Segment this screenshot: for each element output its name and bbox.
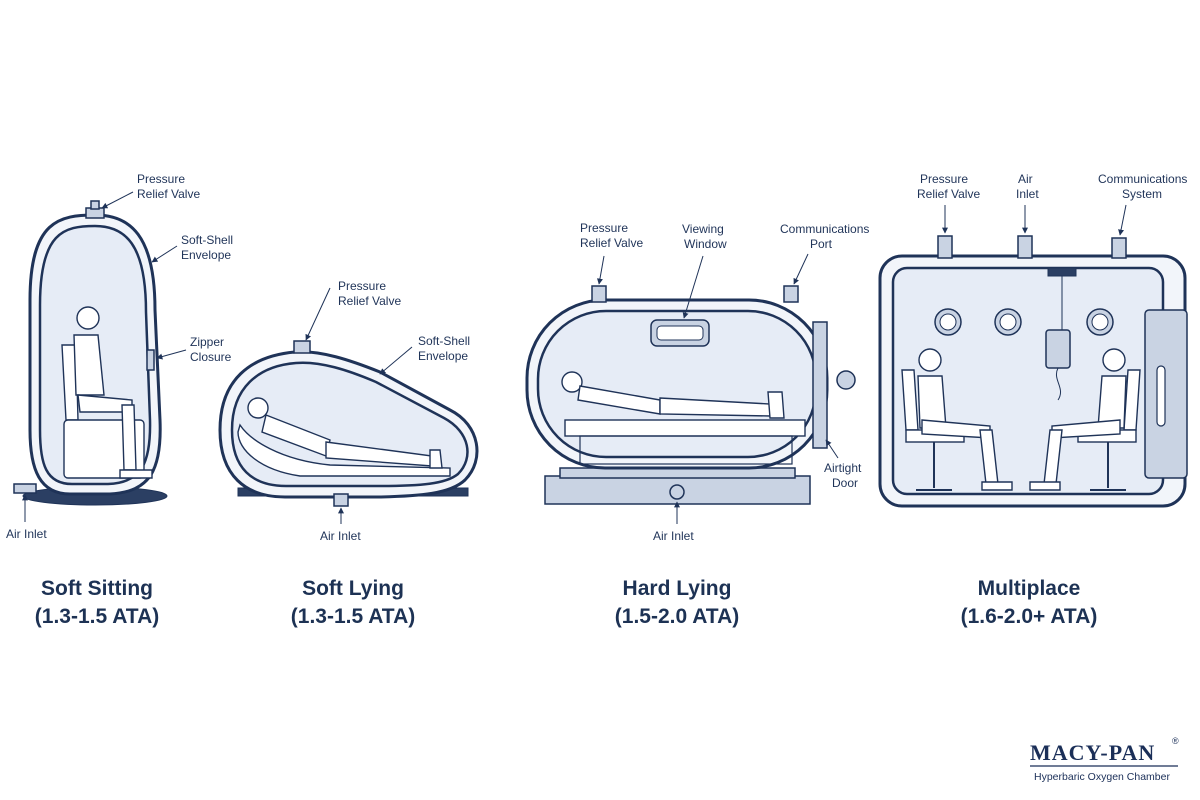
- multiplace-porthole-1-glass: [940, 314, 956, 330]
- multiplace-title: Multiplace: [978, 577, 1081, 600]
- multiplace-inlet-label: Air Inlet: [1016, 172, 1039, 201]
- leader-ss-zipper: [157, 350, 186, 358]
- soft-lying-inlet-label: Air Inlet: [320, 529, 361, 543]
- leader-hl-valve: [599, 256, 604, 284]
- hard-lying-door-wheel: [837, 371, 855, 389]
- multiplace-air-inlet: [1018, 236, 1032, 258]
- leader-sl-valve: [306, 288, 330, 340]
- soft-sitting-person-torso: [74, 335, 104, 395]
- soft-sitting-envelope-label: Soft-Shell Envelope: [181, 233, 236, 262]
- multiplace-door-handle: [1157, 366, 1165, 426]
- soft-sitting-inlet-label: Air Inlet: [6, 527, 47, 541]
- soft-lying-valve-label: Pressure Relief Valve: [338, 279, 401, 308]
- leader-mp-comm: [1120, 205, 1126, 235]
- soft-lying-person-head: [248, 398, 268, 418]
- multiplace-porthole-2-glass: [1000, 314, 1016, 330]
- hard-lying-window-label: Viewing Window: [682, 222, 727, 251]
- multiplace-ceiling-mount: [1048, 268, 1076, 276]
- leader-sl-envelope: [380, 347, 412, 374]
- brand-registered-mark: ®: [1172, 736, 1179, 746]
- soft-sitting-person-leg: [122, 405, 136, 470]
- multiplace-pressure: (1.6-2.0+ ATA): [961, 605, 1098, 628]
- mp-left-head: [919, 349, 941, 371]
- multiplace-chamber: Pressure Relief Valve Air Inlet Communic…: [880, 172, 1191, 628]
- soft-lying-envelope-label: Soft-Shell Envelope: [418, 334, 473, 363]
- hard-lying-title: Hard Lying: [623, 577, 732, 600]
- multiplace-porthole-3-glass: [1092, 314, 1108, 330]
- multiplace-intercom: [1046, 330, 1070, 368]
- mp-right-foot: [1030, 482, 1060, 490]
- leader-ss-valve: [102, 192, 133, 208]
- hard-lying-window-glass: [657, 326, 703, 340]
- soft-lying-chamber: Pressure Relief Valve Soft-Shell Envelop…: [220, 279, 477, 628]
- brand-tagline: Hyperbaric Oxygen Chamber: [1034, 771, 1170, 783]
- soft-sitting-pressure: (1.3-1.5 ATA): [35, 605, 159, 628]
- soft-lying-pressure: (1.3-1.5 ATA): [291, 605, 415, 628]
- multiplace-comm-label: Communications System: [1098, 172, 1191, 201]
- multiplace-comm-fixture: [1112, 238, 1126, 258]
- brand-logo: MACY-PAN ® Hyperbaric Oxygen Chamber: [1030, 736, 1179, 783]
- hard-lying-door-label: Airtight Door: [824, 461, 865, 490]
- hard-lying-comm-label: Communications Port: [780, 222, 873, 251]
- leader-hl-door: [826, 440, 838, 458]
- soft-sitting-zipper-label: Zipper Closure: [190, 335, 232, 364]
- soft-sitting-title: Soft Sitting: [41, 577, 153, 600]
- hard-lying-comm-port: [784, 286, 798, 302]
- soft-sitting-person-foot: [120, 470, 152, 478]
- hard-lying-valve-label: Pressure Relief Valve: [580, 221, 643, 250]
- soft-sitting-person-head: [77, 307, 99, 329]
- soft-sitting-valve-label: Pressure Relief Valve: [137, 172, 200, 201]
- leader-hl-comm: [794, 254, 808, 284]
- hard-lying-valve: [592, 286, 606, 302]
- soft-lying-valve: [294, 341, 310, 353]
- hard-lying-door: [813, 322, 827, 448]
- soft-lying-person-feet: [430, 450, 442, 468]
- hard-lying-chamber: Pressure Relief Valve Viewing Window Com…: [527, 221, 873, 628]
- multiplace-valve-label: Pressure Relief Valve: [917, 172, 980, 201]
- hard-lying-tray: [565, 420, 805, 436]
- soft-sitting-air-inlet: [14, 484, 36, 493]
- multiplace-valve: [938, 236, 952, 258]
- soft-sitting-valve-cap: [91, 201, 99, 209]
- soft-lying-air-inlet: [334, 494, 348, 506]
- mp-left-foot: [982, 482, 1012, 490]
- soft-lying-title: Soft Lying: [302, 577, 404, 600]
- hard-lying-person-feet: [768, 392, 784, 418]
- soft-sitting-chamber: Pressure Relief Valve Soft-Shell Envelop…: [6, 172, 236, 628]
- mp-right-head: [1103, 349, 1125, 371]
- soft-sitting-zipper: [147, 350, 154, 370]
- hard-lying-inlet-label: Air Inlet: [653, 529, 694, 543]
- hard-lying-air-inlet: [670, 485, 684, 499]
- brand-name: MACY-PAN: [1030, 740, 1155, 765]
- multiplace-door: [1145, 310, 1187, 478]
- leader-ss-envelope: [152, 246, 177, 262]
- hard-lying-pressure: (1.5-2.0 ATA): [615, 605, 739, 628]
